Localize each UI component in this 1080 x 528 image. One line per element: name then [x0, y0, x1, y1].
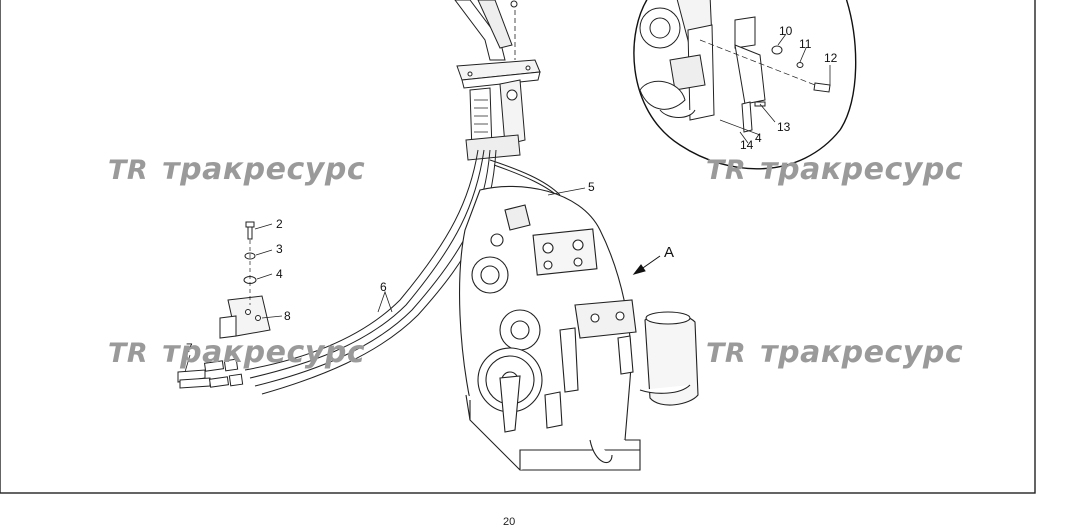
- watermark-logo: TR: [706, 338, 747, 369]
- watermark-logo: TR: [706, 155, 747, 186]
- control-lever-assembly: [454, 0, 541, 161]
- page-number: 20: [503, 516, 516, 528]
- callout-leaders: [184, 33, 831, 373]
- callout-14: 14: [740, 138, 754, 152]
- watermark-text: тракресурс: [162, 335, 366, 370]
- callout-3: 3: [276, 242, 283, 256]
- detail-view-circle: [633, 0, 857, 170]
- callout-11: 11: [799, 37, 812, 51]
- callout-8: 8: [284, 309, 291, 323]
- view-arrow-a: [632, 255, 661, 275]
- watermark: TR тракресурс: [108, 338, 365, 368]
- watermark-text: тракресурс: [162, 152, 366, 187]
- callout-10: 10: [779, 24, 793, 38]
- callout-5: 5: [588, 180, 595, 194]
- watermark-logo: TR: [108, 338, 149, 369]
- callout-4: 4: [276, 267, 283, 281]
- watermark: TR тракресурс: [108, 155, 365, 185]
- callout-7: 7: [186, 341, 193, 355]
- cable-end-fittings: [177, 358, 244, 389]
- watermark-text: тракресурс: [760, 152, 964, 187]
- callout-4-detail: 4: [755, 131, 762, 145]
- watermark-text: тракресурс: [760, 335, 964, 370]
- callout-12: 12: [824, 51, 838, 65]
- watermark: TR тракресурс: [706, 155, 963, 185]
- callout-13: 13: [777, 120, 791, 134]
- bracket-and-fasteners: [219, 221, 271, 339]
- callout-6: 6: [380, 280, 387, 294]
- view-label-a: A: [664, 244, 675, 261]
- callout-2: 2: [276, 217, 283, 231]
- page-border: [0, 0, 1036, 494]
- transmission-housing: [459, 185, 699, 471]
- watermark: TR тракресурс: [706, 338, 963, 368]
- watermark-logo: TR: [108, 155, 149, 186]
